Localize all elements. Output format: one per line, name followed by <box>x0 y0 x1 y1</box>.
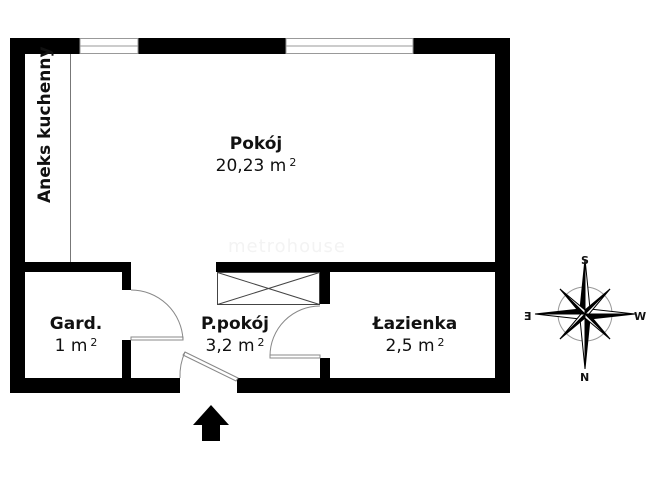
room-name: Łazienka <box>372 314 458 334</box>
room-name: P.pokój <box>201 314 269 334</box>
entrance-arrow-icon <box>193 405 229 441</box>
room-label-aneks: Aneks kuchenny <box>35 46 55 203</box>
compass-top-label: S <box>581 254 589 267</box>
windows <box>79 38 414 54</box>
ventilation-shaft <box>217 272 320 305</box>
compass-bottom-label: N <box>580 370 590 383</box>
compass-right-label: W <box>634 310 647 323</box>
compass-rose-icon <box>534 258 636 370</box>
room-name: Pokój <box>229 134 283 154</box>
doors <box>130 289 321 382</box>
compass-left-label: E <box>524 310 532 323</box>
room-name: Gard. <box>49 314 103 334</box>
walls <box>10 38 510 393</box>
watermark: metrohouse <box>228 236 346 257</box>
